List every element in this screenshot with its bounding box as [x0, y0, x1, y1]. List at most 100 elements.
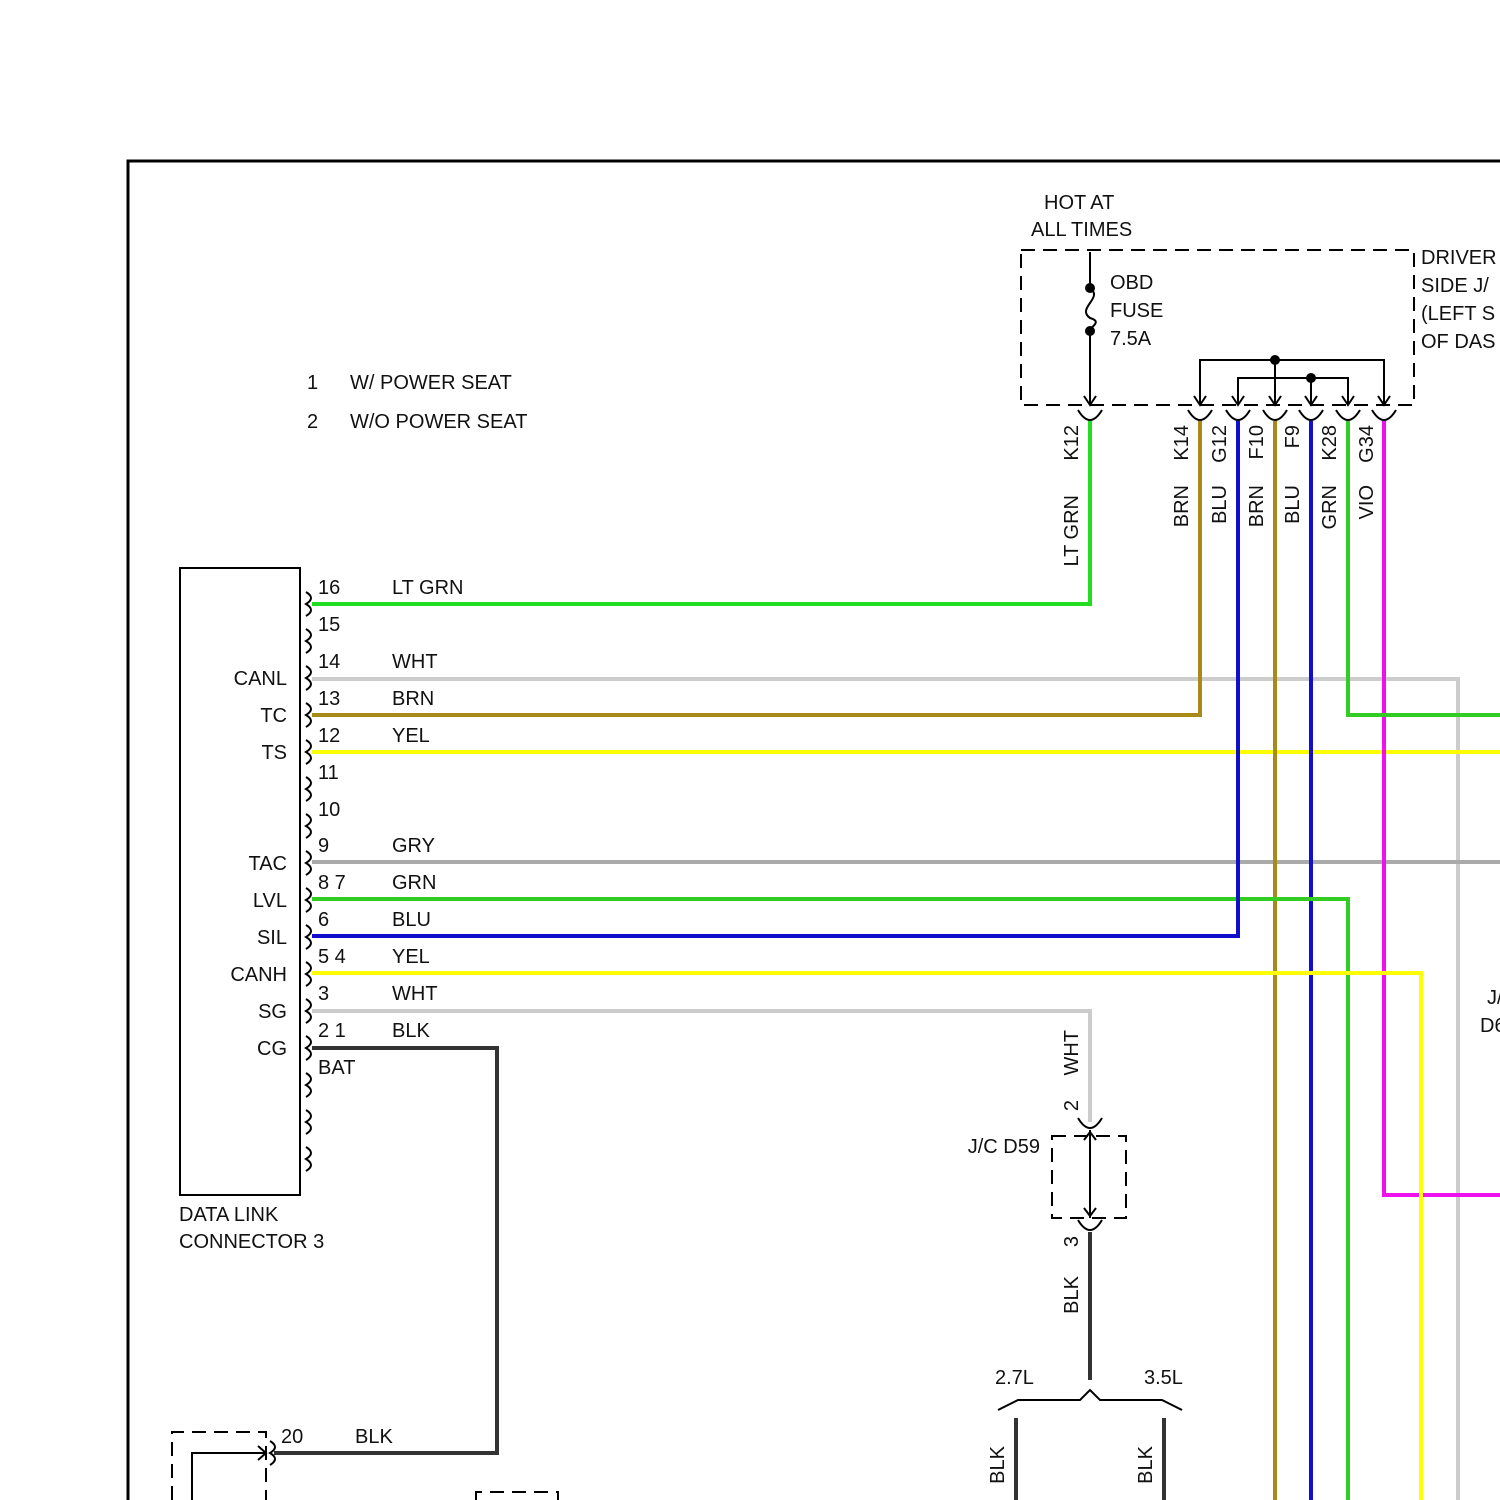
pin-6: 6	[318, 909, 329, 931]
pin-10: 10	[318, 799, 340, 821]
right-edge-label-1: J/	[1487, 987, 1500, 1009]
wire-label-8-7: GRN	[392, 872, 436, 894]
dlc-label-2: CONNECTOR 3	[179, 1231, 324, 1253]
pin-11: 11	[318, 762, 339, 784]
signal-canh: CANH	[230, 964, 287, 986]
jc-d59-wire-bottom: BLK	[1061, 1275, 1083, 1313]
terminal-wire-k28: GRN	[1319, 485, 1341, 529]
junction-box-label-3: (LEFT S	[1421, 303, 1495, 325]
terminal-pin-k28: K28	[1319, 425, 1341, 461]
variant-wire-2-7l: BLK	[987, 1445, 1009, 1483]
hot-label-line1: HOT AT	[1044, 192, 1114, 214]
terminal-wire-f9: BLU	[1282, 485, 1304, 524]
terminal-pin-k14: K14	[1171, 425, 1193, 461]
junction-terminal-labels: K12 LT GRN K14 BRN G12 BLU F10 BRN F9 BL…	[1061, 425, 1378, 567]
junction-box-outline	[1021, 250, 1414, 405]
legend-text-2: W/O POWER SEAT	[350, 411, 527, 433]
signal-cg: CG	[257, 1038, 287, 1060]
pin-3: 3	[318, 983, 329, 1005]
wire-label-16: LT GRN	[392, 577, 464, 599]
wire-label-5-4: YEL	[392, 946, 430, 968]
wire-grn-pin8-7	[312, 899, 1348, 1500]
fuse-label-1: OBD	[1110, 272, 1153, 294]
jc-d59-pin-bottom: 3	[1061, 1236, 1083, 1247]
terminal-wire-g34: VIO	[1356, 485, 1378, 519]
signal-tac: TAC	[248, 853, 287, 875]
bottom-dashed-box	[476, 1492, 558, 1500]
pin-9: 9	[318, 835, 329, 857]
terminal-wire-k14: BRN	[1171, 485, 1193, 527]
dlc-body	[180, 568, 300, 1195]
wire-label-13: BRN	[392, 688, 434, 710]
hot-label-line2: ALL TIMES	[1031, 219, 1132, 241]
wire-label-3: WHT	[392, 983, 438, 1005]
pin-8-7: 8 7	[318, 872, 346, 894]
terminal-pin-g12: G12	[1209, 425, 1231, 463]
signal-tc: TC	[260, 705, 287, 727]
jc-d59	[1052, 1118, 1126, 1230]
signal-ts: TS	[261, 742, 287, 764]
wire-wht-pin14	[312, 679, 1458, 1500]
bottom-connector	[172, 1432, 275, 1500]
diagram-border	[128, 161, 1500, 1500]
fuse-label-2: FUSE	[1110, 300, 1163, 322]
wire-brn-pin13	[312, 421, 1200, 715]
legend-num-1: 1	[307, 372, 318, 394]
legend-text-1: W/ POWER SEAT	[350, 372, 512, 394]
pin-13: 13	[318, 688, 340, 710]
bus-arrows	[1194, 396, 1390, 405]
terminal-pin-g34: G34	[1356, 425, 1378, 463]
wire-label-14: WHT	[392, 651, 438, 673]
bottom-connector-wire: BLK	[355, 1426, 393, 1448]
wire-label-12: YEL	[392, 725, 430, 747]
terminal-wire-f10: BRN	[1246, 485, 1268, 527]
wire-grn-k28	[1348, 421, 1500, 715]
junction-bus	[1200, 360, 1384, 405]
dlc-label-1: DATA LINK	[179, 1204, 279, 1226]
pin-16: 16	[318, 577, 340, 599]
bottom-connector-pin: 20	[281, 1426, 303, 1448]
wire-label-6: BLU	[392, 909, 431, 931]
fuse-label-3: 7.5A	[1110, 328, 1152, 350]
legend: 1 W/ POWER SEAT 2 W/O POWER SEAT	[307, 372, 527, 433]
jc-d59-label: J/C D59	[968, 1136, 1040, 1158]
pin-bat: BAT	[318, 1057, 355, 1079]
signal-sil: SIL	[257, 927, 287, 949]
junction-sockets	[1078, 410, 1396, 420]
dlc-pin-labels: 16 15 14 13 12 11 10 9 8 7 6 5 4 3 2 1 B…	[318, 577, 355, 1079]
wire-label-2-1: BLK	[392, 1020, 430, 1042]
pin-12: 12	[318, 725, 340, 747]
pin-15: 15	[318, 614, 340, 636]
variant-2-7l: 2.7L	[995, 1367, 1034, 1389]
wire-label-9: GRY	[392, 835, 435, 857]
dlc-signal-labels: CANL TC TS TAC LVL SIL CANH SG CG	[230, 668, 287, 1060]
wire-yel-pin5-4	[312, 973, 1421, 1500]
signal-sg: SG	[258, 1001, 287, 1023]
signal-canl: CANL	[234, 668, 287, 690]
junction-box-label-2: SIDE J/	[1421, 275, 1489, 297]
terminal-wire-g12: BLU	[1209, 485, 1231, 524]
bus-splice-2	[1306, 373, 1316, 383]
bus-splice-1	[1270, 355, 1280, 365]
dlc-sockets	[306, 592, 311, 1171]
junction-box-label-4: OF DAS	[1421, 331, 1495, 353]
junction-box-label-1: DRIVER	[1421, 247, 1497, 269]
terminal-wire-k12: LT GRN	[1061, 495, 1083, 567]
wire-vio-g34	[1384, 421, 1500, 1195]
signal-lvl: LVL	[253, 890, 287, 912]
jc-d59-wire-top: WHT	[1061, 1030, 1083, 1076]
pin-5-4: 5 4	[318, 946, 346, 968]
terminal-pin-k12: K12	[1061, 425, 1083, 461]
terminal-pin-f10: F10	[1246, 425, 1268, 459]
jc-d59-pin-top: 2	[1061, 1100, 1083, 1111]
pin-2-1: 2 1	[318, 1020, 346, 1042]
legend-num-2: 2	[307, 411, 318, 433]
right-edge-label-2: D6	[1480, 1015, 1500, 1037]
variant-3-5l: 3.5L	[1144, 1367, 1183, 1389]
variant-split-bracket	[998, 1390, 1182, 1410]
terminal-pin-f9: F9	[1282, 425, 1304, 448]
pin-14: 14	[318, 651, 340, 673]
variant-wire-3-5l: BLK	[1135, 1445, 1157, 1483]
obd-fuse	[1084, 252, 1096, 405]
